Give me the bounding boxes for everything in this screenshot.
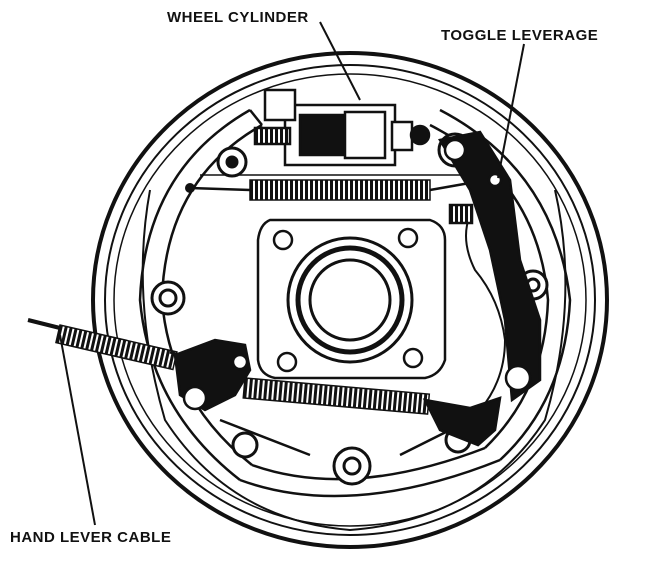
leader-lines [59,21,525,526]
return-spring [185,176,499,201]
toggle-leverage-label: TOGGLE LEVERAGE [441,27,599,44]
adjuster-mechanism [173,338,532,447]
brake-drum [91,51,609,549]
wheel-cylinder [253,88,431,167]
hand-lever-cable-label: HAND LEVER CABLE [10,529,172,546]
wheel-hub [286,236,414,364]
wheel-cylinder-label: WHEEL CYLINDER [167,9,309,26]
